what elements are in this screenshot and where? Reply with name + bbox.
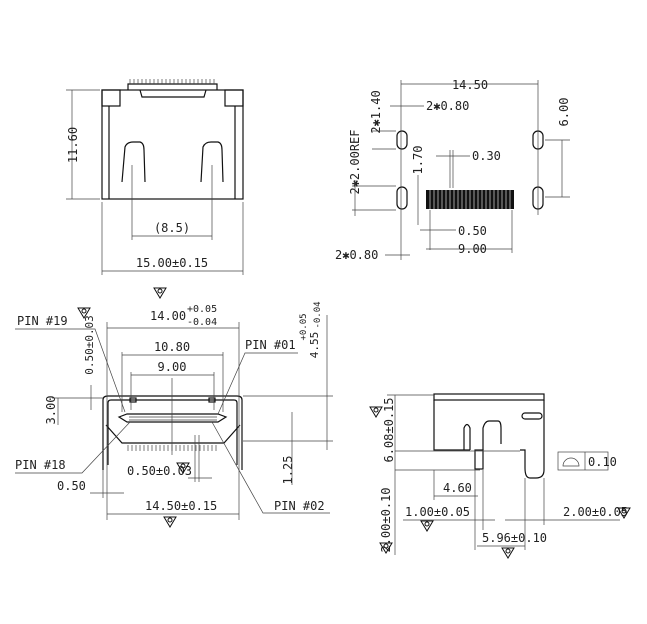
- front-width-top: 14.00: [150, 309, 186, 323]
- height-tol-minus: -0.04: [313, 301, 323, 328]
- dim-pitch: (8.5): [154, 221, 190, 235]
- height-tol-plus: +0.05: [299, 313, 309, 340]
- front-inner-10: 10.80: [154, 340, 190, 354]
- front-view: 14.00 +0.05 -0.04 10.80 9.00 PIN #19 PIN…: [15, 301, 333, 528]
- front-width-bottom: 14.50±0.15: [145, 499, 217, 513]
- side-pin-w: 1.00±0.05: [405, 505, 470, 519]
- front-gap: 0.50±0.03: [83, 315, 96, 375]
- side-leg-w: 2.00±0.05: [563, 505, 628, 519]
- side-offset: 4.60: [443, 481, 472, 495]
- front-pitch: 0.50±0.03: [127, 464, 192, 478]
- fp-pitch: 0.50: [458, 224, 487, 238]
- front-leg: 0.50: [57, 479, 86, 493]
- fp-hole-w-bottom: 2✱0.80: [335, 248, 378, 262]
- dim-height: 11.60: [66, 127, 80, 163]
- footprint-view: 14.50 2✱1.40 2✱0.80 2✱2.00REF 6.00 1.70 …: [335, 78, 571, 262]
- fp-hole-w-top: 2✱0.80: [426, 99, 469, 113]
- datum-icon: [501, 547, 515, 559]
- front-height: 4.55: [308, 332, 321, 359]
- fp-width: 14.50: [452, 78, 488, 92]
- datum-icon: [369, 406, 383, 418]
- pin19-label: PIN #19: [17, 314, 68, 328]
- side-leg-h: 2.00±0.10: [379, 487, 393, 552]
- tol-minus: -0.04: [187, 317, 217, 328]
- flatness-icon: [562, 457, 580, 467]
- side-view: 6.08±0.15 0.10 4.60 1.00±0.05 2.00±0.10 …: [369, 393, 631, 559]
- datum-icon: [163, 516, 177, 528]
- fp-hole-len: 2✱1.40: [369, 90, 383, 133]
- datum-icon: [153, 287, 167, 299]
- fp-spacing: 6.00: [557, 98, 571, 127]
- front-inner-9: 9.00: [158, 360, 187, 374]
- top-view: 11.60 (8.5) 15.00±0.15: [66, 79, 244, 299]
- fp-pad-w: 0.30: [472, 149, 501, 163]
- fp-span: 9.00: [458, 242, 487, 256]
- fp-pad-h: 1.70: [411, 146, 425, 175]
- side-flatness: 0.10: [588, 455, 617, 469]
- datum-icon: [420, 520, 434, 532]
- fp-hole-ref: 2✱2.00REF: [348, 129, 362, 194]
- pin02-label: PIN #02: [274, 499, 325, 513]
- pin01-label: PIN #01: [245, 338, 296, 352]
- side-height: 6.08±0.15: [382, 397, 396, 462]
- side-span: 5.96±0.10: [482, 531, 547, 545]
- pin18-label: PIN #18: [15, 458, 66, 472]
- front-leg-h: 1.25: [281, 456, 295, 485]
- tol-plus: +0.05: [187, 304, 217, 315]
- dim-width: 15.00±0.15: [136, 256, 208, 270]
- front-depth: 3.00: [44, 396, 58, 425]
